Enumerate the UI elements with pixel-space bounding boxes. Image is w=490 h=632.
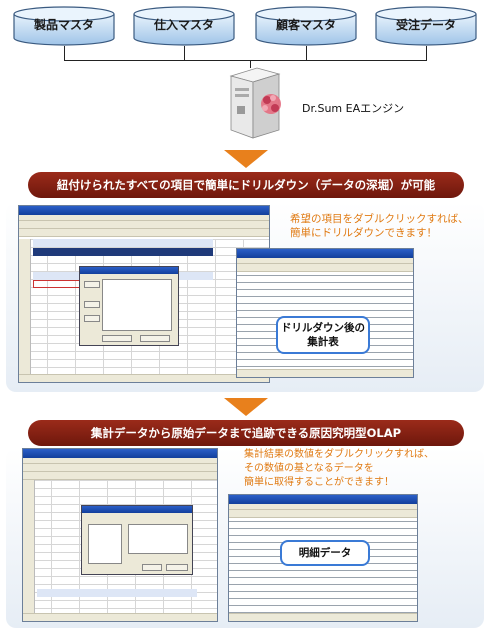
callout-label: 明細データ: [298, 547, 352, 559]
db-label: 受注データ: [395, 18, 456, 32]
detail-callout: 明細データ: [280, 540, 370, 566]
note-line: 希望の項目をダブルクリックすれば、: [290, 213, 469, 225]
database-cylinder-icon: [133, 6, 235, 46]
detail-fetch-dialog: [81, 505, 193, 575]
olap-note: 集計結果の数値をダブルクリックすれば、 その数値の基となるデータを 簡単に取得す…: [244, 448, 434, 490]
connector-line: [64, 60, 427, 61]
olap-banner: 集計データから原始データまで追跡できる原因究明型OLAP: [28, 420, 464, 446]
db-customer-master: 顧客マスタ: [254, 6, 358, 46]
drilldown-result-screenshot: [236, 248, 414, 378]
callout-line: 集計表: [307, 336, 339, 348]
drilldown-callout: ドリルダウン後の 集計表: [276, 316, 370, 354]
db-order-data: 受注データ: [374, 6, 478, 46]
connector-line: [250, 60, 251, 68]
down-arrow-icon: [224, 398, 268, 416]
down-arrow-icon: [224, 150, 268, 168]
connector-line: [426, 46, 427, 60]
dimension-select-dialog: [79, 266, 179, 346]
note-line: 集計結果の数値をダブルクリックすれば、: [244, 449, 434, 460]
callout-line: ドリルダウン後の: [281, 322, 365, 334]
connector-line: [184, 46, 185, 60]
note-line: 簡単に取得することができます！: [244, 477, 394, 488]
db-product-master: 製品マスタ: [12, 6, 116, 46]
connector-line: [306, 46, 307, 60]
db-label: 顧客マスタ: [275, 18, 336, 32]
database-cylinder-icon: [375, 6, 477, 46]
database-cylinder-icon: [13, 6, 115, 46]
engine-label: Dr.Sum EAエンジン: [302, 102, 405, 115]
drilldown-note: 希望の項目をダブルクリックすれば、 簡単にドリルダウンできます！: [290, 212, 469, 240]
database-cylinder-icon: [255, 6, 357, 46]
db-label: 仕入マスタ: [153, 18, 214, 32]
db-purchase-master: 仕入マスタ: [132, 6, 236, 46]
excel-summary-screenshot: [22, 448, 218, 622]
note-line: その数値の基となるデータを: [244, 463, 374, 474]
excel-drilldown-screenshot: [18, 205, 270, 383]
note-line: 簡単にドリルダウンできます！: [290, 227, 437, 239]
connector-line: [64, 46, 65, 60]
server-icon: [229, 67, 281, 139]
drilldown-banner: 紐付けられたすべての項目で簡単にドリルダウン（データの深堀）が可能: [28, 172, 464, 198]
db-label: 製品マスタ: [33, 18, 94, 32]
